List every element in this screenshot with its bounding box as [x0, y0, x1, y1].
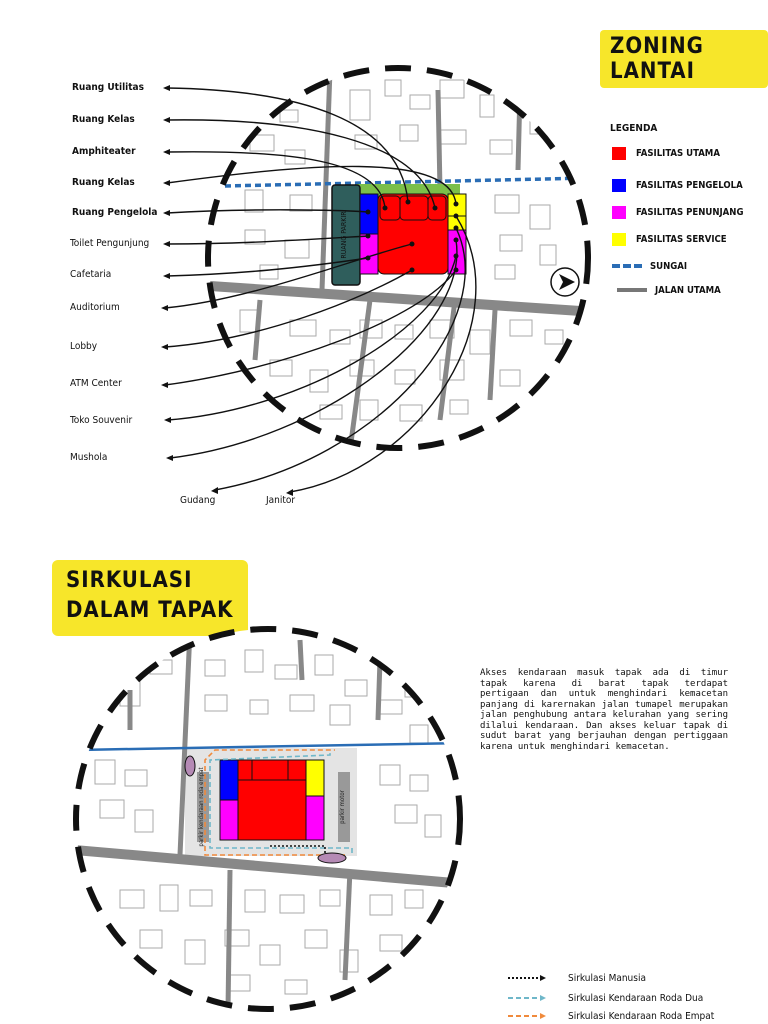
legend-item-service: FASILITAS SERVICE [612, 232, 727, 246]
circ-legend-roda-empat: Sirkulasi Kendaraan Roda Empat [508, 1009, 714, 1023]
sirkulasi-title-line1: SIRKULASI [66, 568, 193, 593]
legend-line [612, 264, 642, 268]
circ-line-roda-dua [508, 995, 546, 1001]
label-toilet-pengunjung: Toilet Pengunjung [70, 238, 150, 249]
circulation-map: parkir kendaraan roda empat parkir motor [73, 626, 463, 1012]
legend-item-pengelola: FASILITAS PENGELOLA [612, 178, 743, 192]
circ-line-manusia [508, 975, 546, 981]
legend-label: FASILITAS PENGELOLA [636, 179, 743, 191]
zone-penunjang-west-bottom [219, 799, 239, 841]
circ-line-roda-empat [508, 1013, 546, 1019]
label-cafetaria: Cafetaria [70, 269, 112, 280]
motor-parking-label: parkir motor [339, 789, 346, 823]
car-parking-label: parkir kendaraan roda empat [198, 767, 205, 846]
circulation-description: Akses kendaraan masuk tapak ada di timur… [480, 668, 728, 752]
zone-pengelola-bottom [219, 759, 239, 801]
label-auditorium: Auditorium [70, 302, 120, 313]
legend-item-jalan: JALAN UTAMA [617, 283, 721, 297]
car-parking [197, 772, 209, 842]
site-boundary-bottom [73, 626, 463, 1012]
label-toko-souvenir: Toko Souvenir [70, 415, 133, 426]
legend-line [617, 288, 647, 292]
label-amphiteater: Amphiteater [72, 146, 136, 157]
legend-item-penunjang: FASILITAS PENUNJANG [612, 205, 743, 219]
site-context-buildings [208, 68, 588, 448]
legend-swatch [612, 205, 626, 219]
circ-label: Sirkulasi Manusia [568, 972, 646, 984]
legend-title: LEGENDA [610, 123, 658, 134]
label-janitor: Janitor [266, 495, 296, 506]
entry-gate [317, 852, 347, 864]
parking-label: RUANG PARKIR [340, 211, 348, 259]
circ-legend-roda-dua: Sirkulasi Kendaraan Roda Dua [508, 991, 703, 1005]
legend-swatch [612, 146, 626, 160]
label-ruang-pengelola: Ruang Pengelola [72, 207, 158, 218]
legend-label: JALAN UTAMA [655, 284, 721, 296]
label-ruang-utilitas: Ruang Utilitas [72, 82, 144, 93]
zone-penunjang-east-bottom [305, 795, 325, 841]
label-lobby: Lobby [70, 341, 98, 352]
label-ruang-kelas-1: Ruang Kelas [72, 114, 135, 125]
path-roda-dua [209, 752, 353, 853]
legend-item-sungai: SUNGAI [612, 259, 687, 273]
legend-label: SUNGAI [650, 260, 688, 272]
legend-swatch [612, 232, 626, 246]
circ-label: Sirkulasi Kendaraan Roda Empat [568, 1010, 715, 1022]
river-bottom [76, 741, 460, 752]
legend-item-utama: FASILITAS UTAMA [612, 146, 720, 160]
legend-label: FASILITAS UTAMA [636, 147, 720, 159]
sirkulasi-title: SIRKULASI DALAM TAPAK [52, 560, 248, 636]
main-road [209, 281, 588, 317]
sirkulasi-title-line2: DALAM TAPAK [66, 598, 234, 623]
exit-gate [184, 755, 196, 777]
legend-swatch [612, 178, 626, 192]
zone-service-bottom [305, 759, 325, 797]
legend-label: FASILITAS PENUNJANG [636, 206, 744, 218]
label-gudang: Gudang [180, 495, 216, 506]
zoning-map: RUANG PARKIR [161, 65, 591, 496]
label-atm-center: ATM Center [70, 378, 122, 389]
path-roda-empat [204, 749, 345, 856]
path-manusia [270, 845, 326, 856]
site-green-area [356, 184, 460, 196]
site-boundary [205, 65, 591, 451]
main-road-bottom [76, 845, 460, 889]
zoning-title: ZONING LANTAI [600, 30, 768, 88]
label-mushola: Mushola [70, 452, 108, 463]
circ-legend-manusia: Sirkulasi Manusia [508, 971, 646, 985]
circ-label: Sirkulasi Kendaraan Roda Dua [568, 992, 704, 1004]
label-ruang-kelas-2: Ruang Kelas [72, 177, 135, 188]
legend-label: FASILITAS SERVICE [636, 233, 727, 245]
motor-parking [338, 772, 350, 842]
river-line [224, 176, 588, 188]
zone-utama-bottom [237, 759, 307, 841]
